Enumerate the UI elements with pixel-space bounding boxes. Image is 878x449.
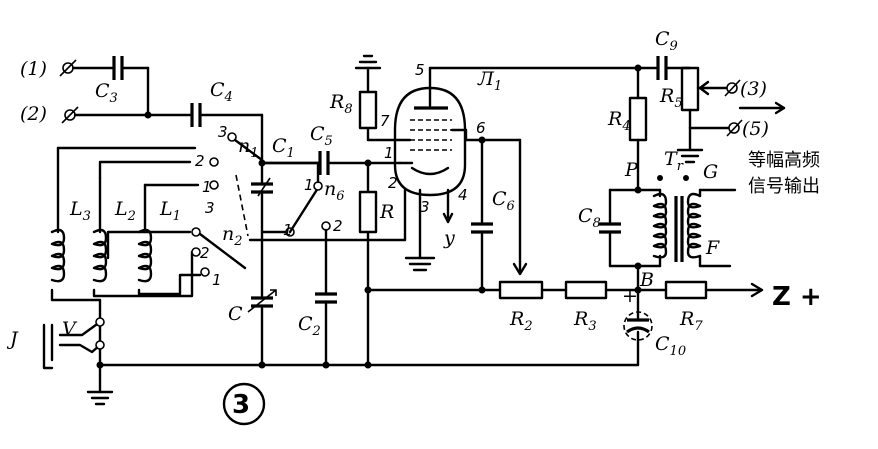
- svg-text:1: 1: [304, 176, 314, 194]
- coil-l3: [50, 228, 66, 283]
- input-section: (1) (2) C3 C4: [20, 56, 264, 127]
- jack-j-sleeve[interactable]: [42, 323, 54, 370]
- output-label-line2: 信号输出: [748, 176, 820, 197]
- svg-text:1: 1: [384, 144, 394, 162]
- c9-label: C9: [655, 28, 678, 54]
- coil-l1: [137, 228, 153, 283]
- transformer-label: Tr: [664, 148, 684, 174]
- bias-network: C6 R2 R3 R7 Z + + C10: [364, 136, 822, 367]
- svg-text:3: 3: [218, 123, 228, 141]
- c-main-label: C: [228, 303, 243, 325]
- p1-label: п1: [238, 135, 259, 161]
- band-switch[interactable]: 3 2 1 п1 3 2 1 п2: [191, 123, 264, 289]
- coil-l2: [92, 228, 108, 283]
- c2-label: C2: [298, 313, 321, 339]
- r3-label: R3: [573, 308, 597, 334]
- resistor-r7: [664, 280, 708, 300]
- output-network: C9 (3) R5 (5) R4 P C8: [428, 28, 820, 291]
- svg-text:1: 1: [202, 178, 212, 196]
- jack-j-label: J: [6, 328, 19, 350]
- l1-label: L1: [159, 198, 181, 224]
- svg-text:2: 2: [388, 174, 398, 192]
- l3-label: L3: [69, 198, 91, 224]
- node-g-label: G: [703, 161, 718, 183]
- c3-label: C3: [95, 80, 118, 106]
- svg-text:3: 3: [420, 198, 430, 216]
- ground-rail: J V: [6, 317, 640, 406]
- svg-text:6: 6: [476, 119, 486, 137]
- tuning-section: C1 1 C 1 п6 2 C2 C5: [228, 113, 402, 367]
- node-y-label: y: [443, 227, 455, 249]
- c6-label: C6: [492, 188, 515, 214]
- svg-text:2: 2: [333, 217, 343, 235]
- resistor-r8: [358, 90, 378, 130]
- jack-v-label: V: [62, 318, 78, 340]
- c8-label: C8: [578, 205, 601, 231]
- c4-label: C4: [210, 79, 233, 105]
- svg-text:2: 2: [200, 244, 210, 262]
- figure-badge: 3: [222, 382, 266, 426]
- r5-label: R5: [659, 85, 683, 111]
- terminal-2-label: (2): [20, 103, 47, 125]
- output-label-line1: 等幅高频: [748, 150, 820, 171]
- figure-number: 3: [232, 390, 250, 420]
- r8-label: R8: [329, 91, 353, 117]
- l2-label: L2: [114, 198, 136, 224]
- r7-label: R7: [679, 308, 703, 334]
- coil-section: L3 L2 L1: [50, 146, 202, 332]
- c5-label: C5: [310, 123, 333, 149]
- p6-label: п6: [324, 178, 345, 204]
- r-label: R: [379, 201, 394, 223]
- svg-text:7: 7: [380, 112, 390, 130]
- svg-text:1: 1: [283, 221, 293, 239]
- grid-resistors: R R8 7: [329, 54, 400, 367]
- svg-text:5: 5: [415, 61, 425, 79]
- tube-label: Л1: [477, 68, 502, 94]
- supply-plus-label: Z +: [772, 282, 822, 312]
- resistor-r4: [628, 96, 648, 142]
- svg-text:3: 3: [205, 199, 215, 217]
- transformer-primary: [652, 192, 668, 259]
- p2-label: п2: [222, 223, 243, 249]
- p1-contact-arm: [233, 138, 264, 162]
- p6-contact-arm[interactable]: [288, 186, 320, 234]
- terminal-5-label: (5): [742, 118, 769, 140]
- c1-label: C1: [272, 135, 295, 161]
- r2-label: R2: [509, 308, 533, 334]
- r4-label: R4: [607, 108, 631, 134]
- resistor-r: [358, 190, 378, 234]
- svg-text:2: 2: [195, 152, 205, 170]
- p2-contact-arm: [198, 232, 247, 270]
- svg-text:1: 1: [212, 271, 222, 289]
- svg-text:4: 4: [458, 186, 468, 204]
- terminal-3-label: (3): [740, 78, 767, 100]
- resistor-r2: [498, 280, 544, 300]
- c10-electrolytic-outline: [623, 311, 653, 341]
- vacuum-tube: Л1 5 6 1 2 3 4 y: [248, 61, 502, 272]
- c10-plus-sign: +: [622, 285, 638, 307]
- terminal-1-label: (1): [20, 58, 47, 80]
- resistor-r3: [564, 280, 608, 300]
- node-f-label: F: [705, 237, 720, 259]
- resistor-r5: [680, 66, 700, 112]
- node-b-label: B: [639, 269, 654, 291]
- c10-label: C10: [655, 333, 686, 359]
- node-p-label: P: [624, 159, 639, 181]
- transformer-secondary: [686, 192, 702, 259]
